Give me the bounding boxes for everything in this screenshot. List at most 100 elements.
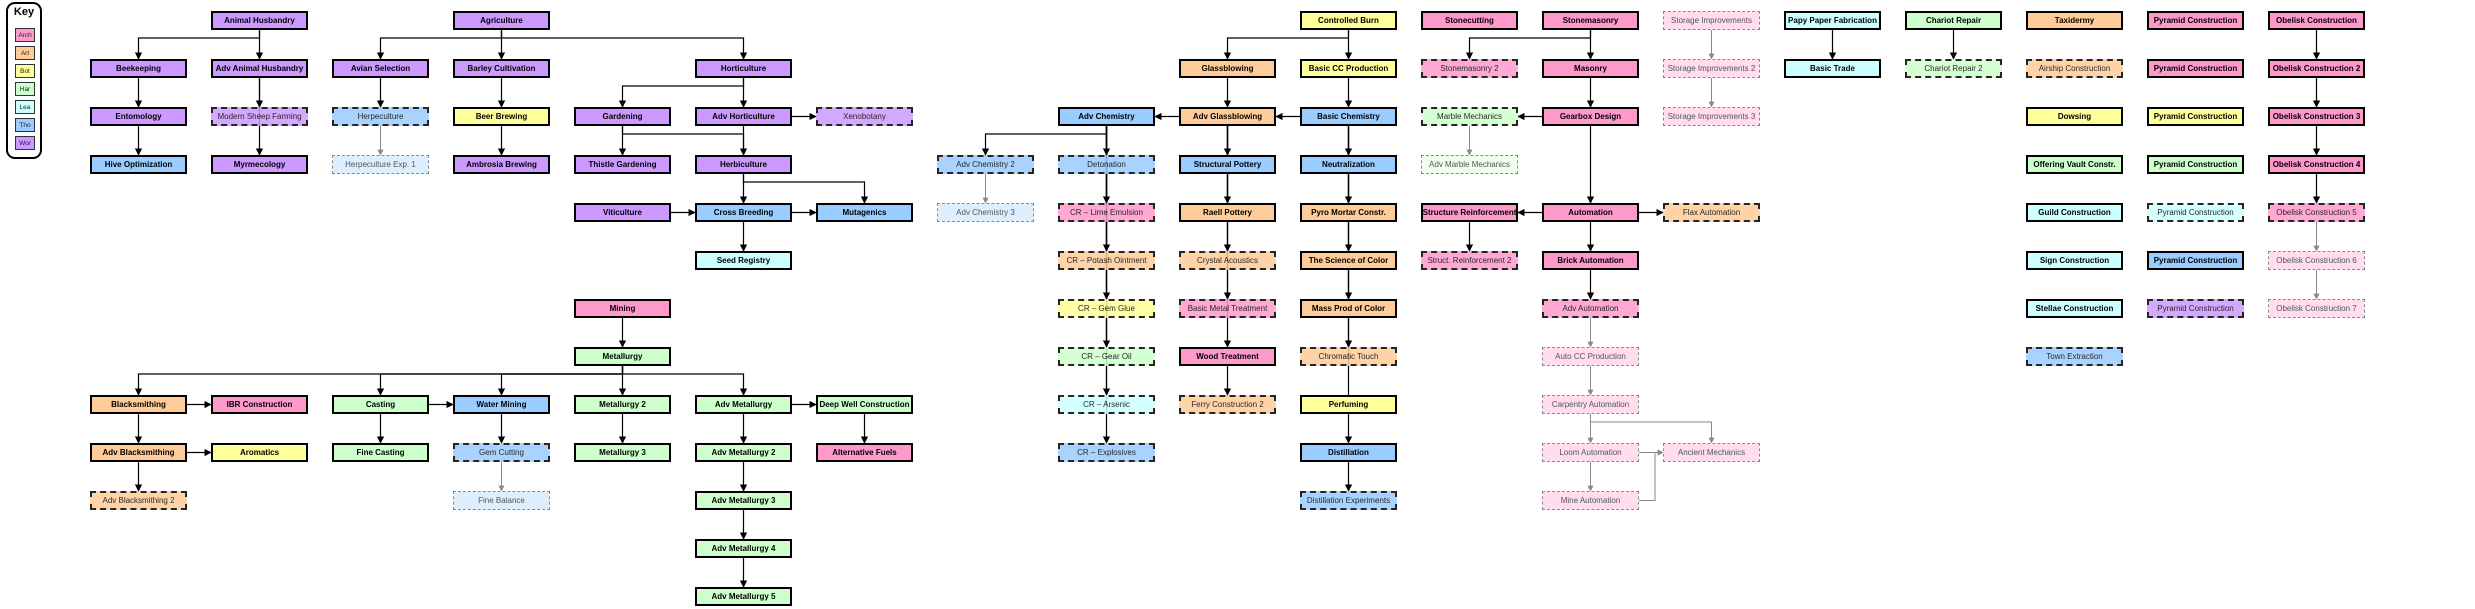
tech-node-distillation-experiments: Distillation Experiments (1300, 491, 1397, 510)
tech-node-chariot-repair: Chariot Repair (1905, 11, 2002, 30)
tech-node-basic-metal-treatment: Basic Metal Treatment (1179, 299, 1276, 318)
tech-node-papy-paper-fabrication: Papy Paper Fabrication (1784, 11, 1881, 30)
tech-node-taxidermy: Taxidermy (2026, 11, 2123, 30)
connector-carpentry-automation-to-ancient-mechanics (1590, 414, 1715, 444)
tech-node-marble-mechanics: Marble Mechanics (1421, 107, 1518, 126)
tech-node-mining: Mining (574, 299, 671, 318)
tech-node-blacksmithing: Blacksmithing (90, 395, 187, 414)
tech-node-stonecutting: Stonecutting (1421, 11, 1518, 30)
tech-node-storage-improvements-3: Storage Improvements 3 (1663, 107, 1760, 126)
tech-node-neutralization: Neutralization (1300, 155, 1397, 174)
tech-node-pyro-mortar-constr: Pyro Mortar Constr. (1300, 203, 1397, 222)
tech-node-pyramid-construction-a3: Pyramid Construction (2147, 107, 2244, 126)
legend-item-bot: Bot (15, 64, 35, 78)
tech-node-science-of-color: The Science of Color (1300, 251, 1397, 270)
connector-metallurgy-to-water-mining (497, 366, 624, 396)
tech-node-basic-chemistry: Basic Chemistry (1300, 107, 1397, 126)
tech-node-pyramid-construction-a6: Pyramid Construction (2147, 251, 2244, 270)
legend-item-tho: Tho (15, 118, 35, 132)
connector-herbiculture-to-mutagenics (742, 174, 869, 204)
tech-node-avian-selection: Avian Selection (332, 59, 429, 78)
tech-node-obelisk-construction-5: Obelisk Construction 5 (2268, 203, 2365, 222)
tech-node-adv-metallurgy-5: Adv Metallurgy 5 (695, 587, 792, 606)
tech-node-obelisk-construction-4: Obelisk Construction 4 (2268, 155, 2365, 174)
tech-node-cross-breeding: Cross Breeding (695, 203, 792, 222)
tech-node-basic-cc-production: Basic CC Production (1300, 59, 1397, 78)
tech-node-adv-blacksmithing-2: Adv Blacksmithing 2 (90, 491, 187, 510)
tech-node-mine-automation: Mine Automation (1542, 491, 1639, 510)
tech-node-structure-reinforcement: Structure Reinforcement (1421, 203, 1518, 222)
legend-item-art: Art (15, 46, 35, 60)
tech-node-town-extraction: Town Extraction (2026, 347, 2123, 366)
legend: Key Arch Art Bot Har Lea Tho Wor (6, 2, 42, 159)
tech-node-adv-blacksmithing: Adv Blacksmithing (90, 443, 187, 462)
tech-node-adv-metallurgy: Adv Metallurgy (695, 395, 792, 414)
legend-item-lea: Lea (15, 100, 35, 114)
tech-node-hive-optimization: Hive Optimization (90, 155, 187, 174)
tech-node-modern-sheep-farming: Modern Sheep Farming (211, 107, 308, 126)
connector-controlled-burn-to-glassblowing (1223, 30, 1350, 60)
tech-node-entomology: Entomology (90, 107, 187, 126)
connector-metallurgy-to-adv-metallurgy (621, 366, 748, 396)
tech-node-ibr-construction: IBR Construction (211, 395, 308, 414)
legend-item-har: Har (15, 82, 35, 96)
tech-node-agriculture: Agriculture (453, 11, 550, 30)
connector-mine-automation-to-ancient-mechanics (1639, 449, 1664, 501)
tech-node-horticulture: Horticulture (695, 59, 792, 78)
tech-node-gearbox-design: Gearbox Design (1542, 107, 1639, 126)
tech-node-obelisk-construction-6: Obelisk Construction 6 (2268, 251, 2365, 270)
tech-node-stellae-construction: Stellae Construction (2026, 299, 2123, 318)
tech-node-automation: Automation (1542, 203, 1639, 222)
tech-node-metallurgy-3: Metallurgy 3 (574, 443, 671, 462)
tech-node-flax-automation: Flax Automation (1663, 203, 1760, 222)
tech-node-xenobotany: Xenobotany (816, 107, 913, 126)
tech-node-chariot-repair-2: Chariot Repair 2 (1905, 59, 2002, 78)
tech-node-herpeculture-exp-1: Herpeculture Exp. 1 (332, 155, 429, 174)
tech-node-gardening: Gardening (574, 107, 671, 126)
tech-node-pyramid-construction-a7: Pyramid Construction (2147, 299, 2244, 318)
tech-node-barley-cultivation: Barley Cultivation (453, 59, 550, 78)
tech-node-alternative-fuels: Alternative Fuels (816, 443, 913, 462)
tech-node-stonemasonry: Stonemasonry (1542, 11, 1639, 30)
tech-node-adv-chemistry-2: Adv Chemistry 2 (937, 155, 1034, 174)
tech-node-masonry: Masonry (1542, 59, 1639, 78)
tech-node-controlled-burn: Controlled Burn (1300, 11, 1397, 30)
tech-node-pyramid-construction-a4: Pyramid Construction (2147, 155, 2244, 174)
connector-stonemasonry-to-stonemasonry-2 (1465, 30, 1592, 60)
tech-node-perfuming: Perfuming (1300, 395, 1397, 414)
tech-node-beer-brewing: Beer Brewing (453, 107, 550, 126)
tech-node-dowsing: Dowsing (2026, 107, 2123, 126)
tech-node-adv-glassblowing: Adv Glassblowing (1179, 107, 1276, 126)
tech-node-pyramid-construction-a2: Pyramid Construction (2147, 59, 2244, 78)
tech-node-cr-explosives: CR – Explosives (1058, 443, 1155, 462)
tech-node-brick-automation: Brick Automation (1542, 251, 1639, 270)
tech-node-myrmecology: Myrmecology (211, 155, 308, 174)
tech-node-carpentry-automation: Carpentry Automation (1542, 395, 1639, 414)
tech-node-thistle-gardening: Thistle Gardening (574, 155, 671, 174)
connector-animal-husbandry-to-beekeeping (134, 30, 261, 60)
tech-node-metallurgy-2: Metallurgy 2 (574, 395, 671, 414)
tech-node-cr-gem-glue: CR – Gem Glue (1058, 299, 1155, 318)
tech-node-deep-well-construction: Deep Well Construction (816, 395, 913, 414)
tech-node-obelisk-construction-3: Obelisk Construction 3 (2268, 107, 2365, 126)
connector-adv-chemistry-to-adv-chemistry-2 (981, 126, 1108, 156)
tech-node-loom-automation: Loom Automation (1542, 443, 1639, 462)
tech-node-fine-balance: Fine Balance (453, 491, 550, 510)
tech-node-obelisk-construction: Obelisk Construction (2268, 11, 2365, 30)
tech-node-detonation: Detonation (1058, 155, 1155, 174)
connector-agriculture-to-horticulture (500, 30, 748, 60)
tech-node-raell-pottery: Raell Pottery (1179, 203, 1276, 222)
tech-node-fine-casting: Fine Casting (332, 443, 429, 462)
tech-node-adv-chemistry-3: Adv Chemistry 3 (937, 203, 1034, 222)
tech-node-animal-husbandry: Animal Husbandry (211, 11, 308, 30)
legend-item-arch: Arch (15, 28, 35, 42)
tech-node-pyramid-construction-a5: Pyramid Construction (2147, 203, 2244, 222)
tech-node-chromatic-touch: Chromatic Touch (1300, 347, 1397, 366)
tech-node-storage-improvements-2: Storage Improvements 2 (1663, 59, 1760, 78)
tech-node-herbiculture: Herbiculture (695, 155, 792, 174)
tech-node-stonemasonry-2: Stonemasonry 2 (1421, 59, 1518, 78)
tech-node-herpeculture: Herpeculture (332, 107, 429, 126)
tech-node-glassblowing: Glassblowing (1179, 59, 1276, 78)
tech-node-mutagenics: Mutagenics (816, 203, 913, 222)
connector-agriculture-to-avian-selection (376, 30, 503, 60)
